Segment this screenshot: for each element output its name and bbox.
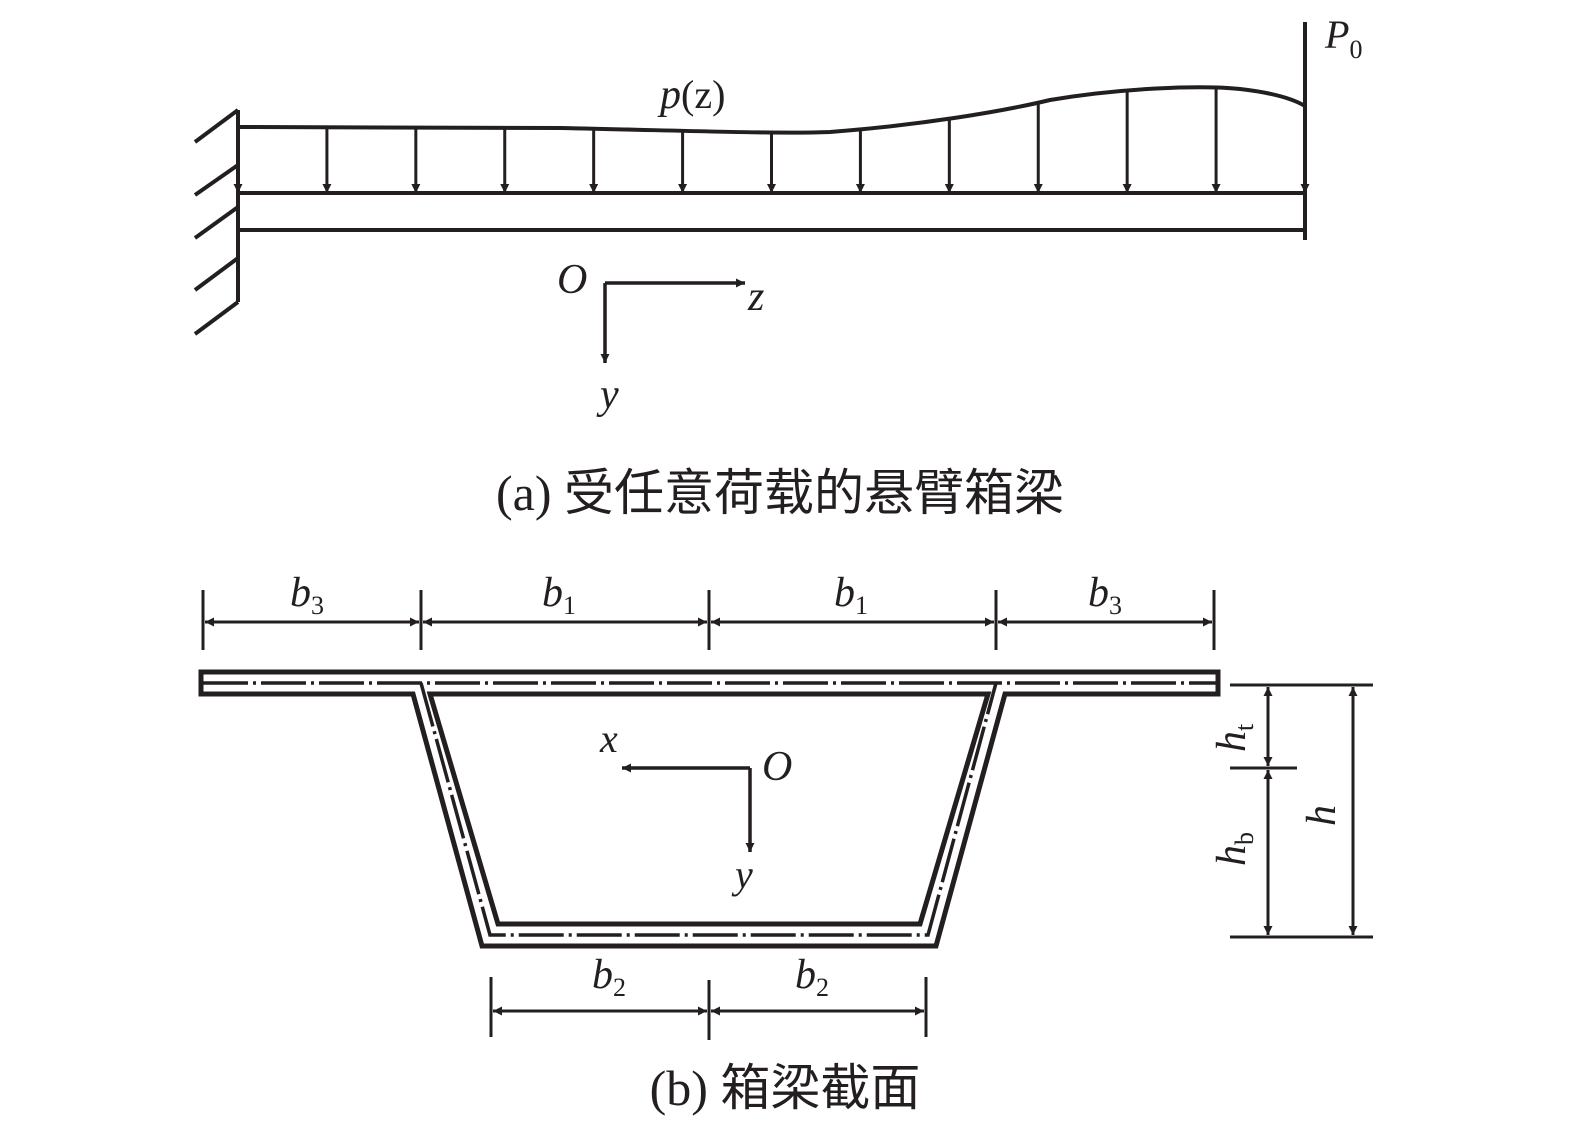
- y-axis-label-a: y: [596, 372, 619, 418]
- x-axis-label: x: [599, 716, 618, 761]
- dim-b3-left: b3: [290, 570, 324, 620]
- dim-h: h: [1299, 805, 1345, 826]
- top-dimension-lines: [201, 590, 1216, 650]
- dim-b2-left: b2: [592, 952, 626, 1002]
- z-axis-label: z: [747, 274, 764, 320]
- beam: [238, 191, 1305, 232]
- caption-b: (b) 箱梁截面: [650, 1060, 921, 1116]
- origin-label-b: O: [762, 744, 792, 790]
- bottom-dimension-lines: [489, 977, 928, 1040]
- dim-b1-left: b1: [542, 570, 576, 620]
- dim-ht: ht: [1209, 723, 1259, 752]
- dim-b1-right: b1: [834, 570, 868, 620]
- load-label: p(z): [657, 72, 725, 118]
- point-load-label: P0: [1324, 12, 1362, 64]
- box-girder-section: [198, 669, 1221, 949]
- origin-label-a: O: [557, 257, 587, 303]
- axes-a: [600, 278, 745, 363]
- load-arrows: [233, 87, 1221, 193]
- dim-b2-right: b2: [795, 952, 829, 1002]
- y-axis-label-b: y: [731, 852, 753, 897]
- dim-b3-right: b3: [1088, 570, 1122, 620]
- figure-b-cross-section: b3 b1 b1 b3 x O y b2 b2: [198, 570, 1373, 1116]
- dim-hb: hb: [1209, 832, 1259, 866]
- axes-b: [622, 763, 755, 852]
- height-dimension-lines: [1230, 683, 1373, 939]
- caption-a: (a) 受任意荷载的悬臂箱梁: [496, 465, 1064, 521]
- fixed-support-icon: [193, 108, 240, 336]
- distributed-load-curve: [237, 85, 1307, 135]
- figure-a-cantilever: P0 p(z) O z y (a) 受任意荷载的悬臂箱梁: [193, 12, 1362, 521]
